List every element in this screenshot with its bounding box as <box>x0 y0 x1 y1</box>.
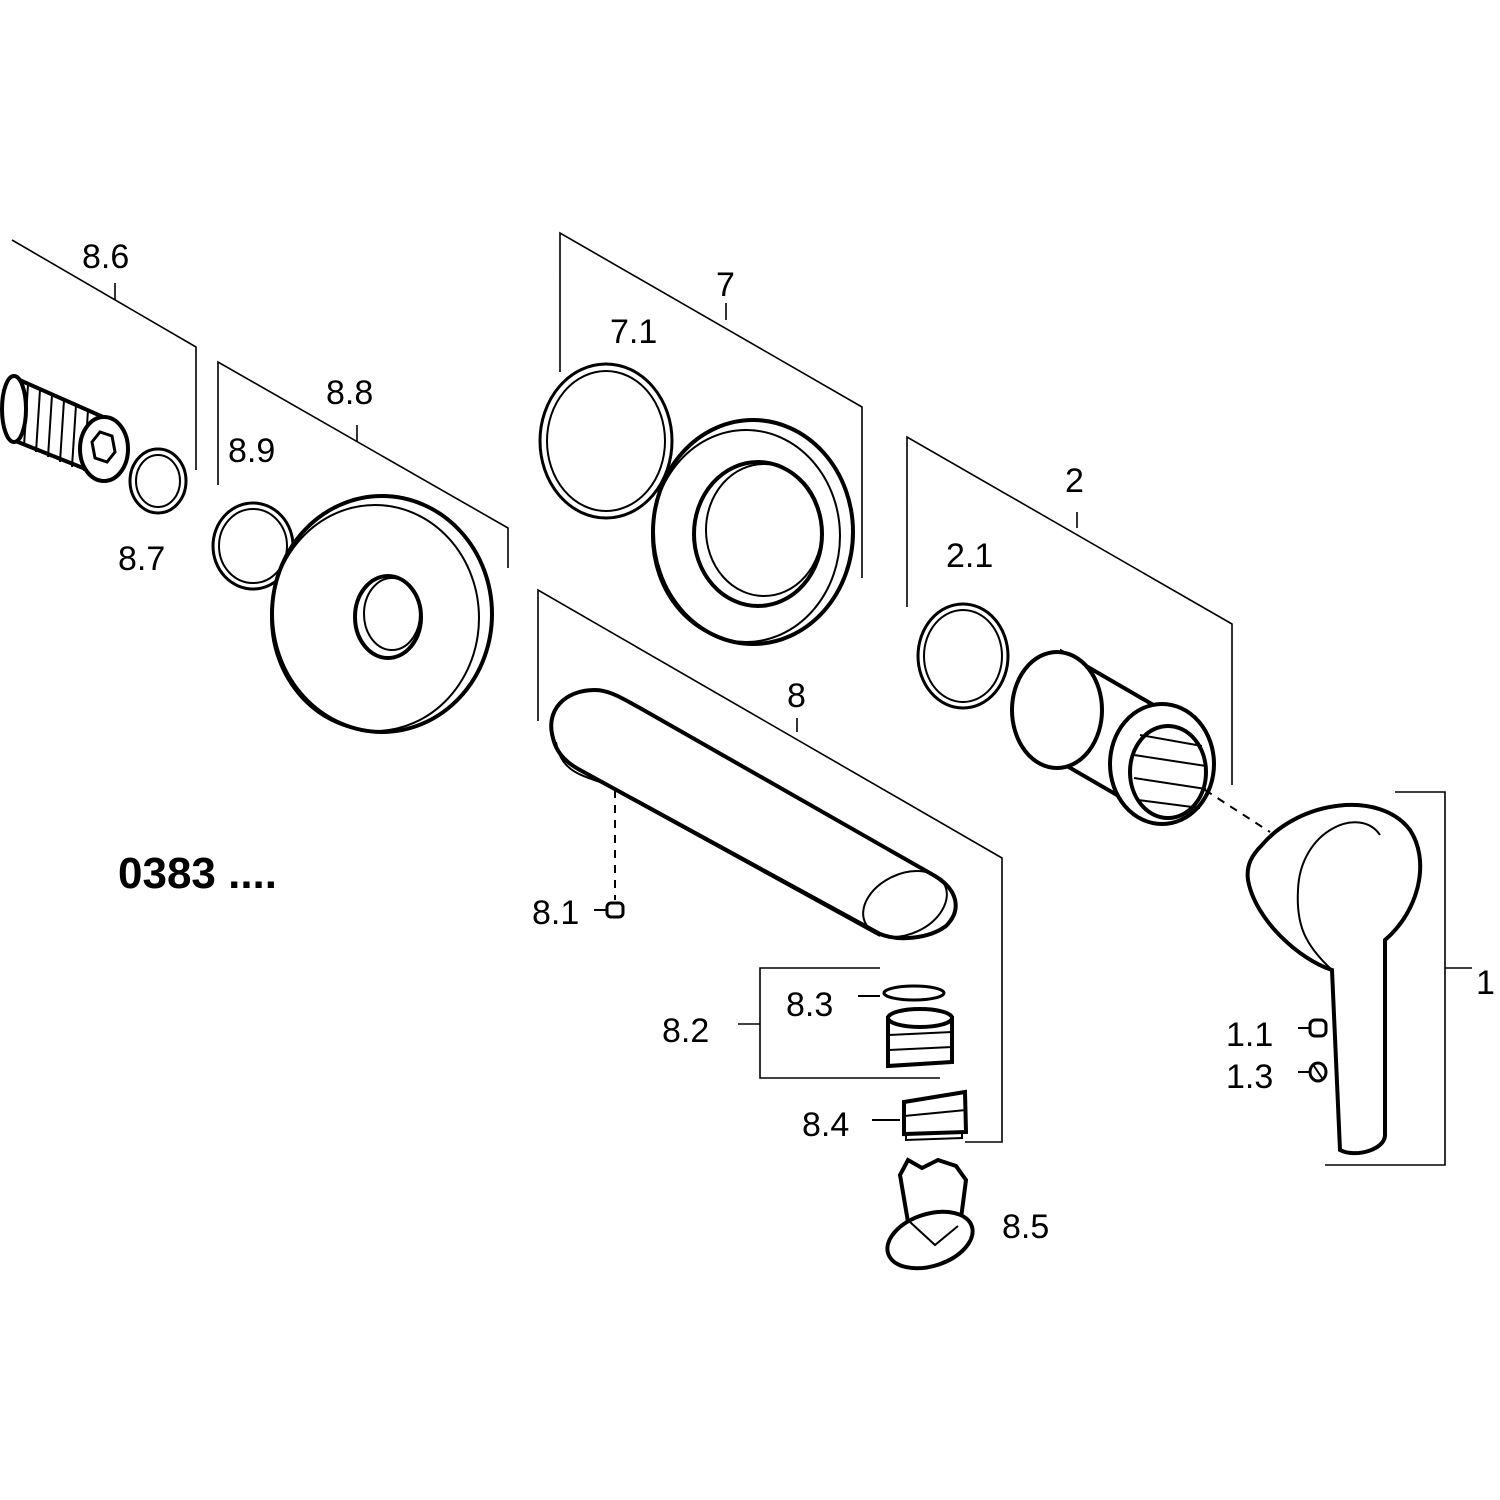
spout-part <box>549 687 958 941</box>
label-8-5: 8.5 <box>1002 1208 1049 1246</box>
threaded-cartridge-part <box>0 374 130 483</box>
label-1-1: 1.1 <box>1226 1016 1273 1054</box>
group-8-6-bracket <box>11 239 197 470</box>
label-8: 8 <box>787 677 806 715</box>
group-8-bracket <box>537 588 1003 1143</box>
label-8-6: 8.6 <box>82 238 129 276</box>
aerator-insert-part <box>886 1007 954 1069</box>
set-screw-8-1-part <box>594 901 625 919</box>
label-8-3: 8.3 <box>786 986 833 1024</box>
escutcheon-plate-part <box>270 494 494 734</box>
aerator-housing-part <box>872 1089 969 1142</box>
cover-ring-part <box>651 418 855 646</box>
model-number: 0383 .... <box>118 849 277 898</box>
group-8-8-bracket <box>217 360 509 568</box>
group-7-bracket <box>559 231 863 578</box>
group-1-bracket <box>1325 791 1472 1166</box>
grub-screw-1-3-part <box>1298 1061 1328 1083</box>
label-2: 2 <box>1065 462 1084 500</box>
label-8-2: 8.2 <box>662 1012 709 1050</box>
aerator-key-part <box>885 1157 975 1271</box>
label-7-1: 7.1 <box>610 313 657 351</box>
aerator-seal-part <box>858 984 946 1002</box>
group-2-bracket <box>906 435 1233 785</box>
label-8-8: 8.8 <box>326 374 373 412</box>
sleeve-part <box>1010 648 1271 833</box>
label-8-9: 8.9 <box>228 432 275 470</box>
grub-screw-1-1-part <box>1298 1018 1328 1038</box>
label-1-3: 1.3 <box>1226 1058 1273 1096</box>
group-8-2-bracket <box>738 967 940 1079</box>
label-7: 7 <box>716 266 735 304</box>
label-1: 1 <box>1476 964 1495 1002</box>
small-o-ring-part <box>128 447 188 515</box>
large-o-ring-part <box>538 362 674 520</box>
o-ring-2-1-part <box>916 602 1010 710</box>
label-2-1: 2.1 <box>946 537 993 575</box>
label-8-1: 8.1 <box>532 894 579 932</box>
label-8-4: 8.4 <box>802 1106 849 1144</box>
handle-lever-part <box>1245 802 1423 1156</box>
label-8-7: 8.7 <box>118 540 165 578</box>
